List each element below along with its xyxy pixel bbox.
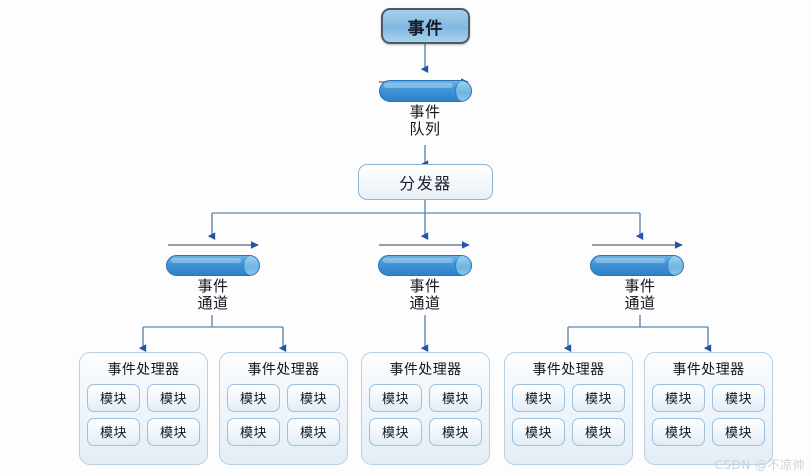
cylinder-gloss — [383, 258, 453, 263]
module-box[interactable]: 模块 — [87, 384, 140, 412]
cylinder-gloss — [384, 83, 453, 88]
event-handler-card-3[interactable]: 事件处理器 模块 模块 模块 模块 — [361, 352, 490, 465]
module-grid: 模块 模块 模块 模块 — [652, 384, 765, 446]
watermark-text: CSDN @不凉帅 — [714, 458, 805, 472]
cylinder-gloss — [595, 258, 665, 263]
module-box[interactable]: 模块 — [512, 384, 565, 412]
event-channel-label-3: 事件 通道 — [590, 278, 690, 312]
module-box[interactable]: 模块 — [287, 384, 340, 412]
module-box[interactable]: 模块 — [369, 384, 422, 412]
event-channel-cylinder-1[interactable] — [166, 255, 260, 276]
cylinder-cap — [243, 256, 259, 275]
channel-label-line1: 事件 — [409, 277, 441, 295]
event-channel-cylinder-2[interactable] — [378, 255, 472, 276]
module-box[interactable]: 模块 — [287, 418, 340, 446]
event-handler-title: 事件处理器 — [532, 362, 605, 378]
event-handler-card-2[interactable]: 事件处理器 模块 模块 模块 模块 — [219, 352, 348, 465]
dispatcher-label: 分发器 — [399, 174, 452, 193]
event-handler-card-1[interactable]: 事件处理器 模块 模块 模块 模块 — [79, 352, 208, 465]
dispatcher-box[interactable]: 分发器 — [358, 164, 493, 200]
module-box[interactable]: 模块 — [227, 384, 280, 412]
module-box[interactable]: 模块 — [429, 384, 482, 412]
event-box-label: 事件 — [407, 18, 444, 39]
module-grid: 模块 模块 模块 模块 — [369, 384, 482, 446]
channel-label-line2: 通道 — [624, 293, 656, 312]
module-box[interactable]: 模块 — [512, 418, 565, 446]
channel-label-line2: 通道 — [197, 293, 229, 312]
module-box[interactable]: 模块 — [147, 384, 200, 412]
event-handler-title: 事件处理器 — [672, 362, 745, 378]
module-box[interactable]: 模块 — [572, 418, 625, 446]
module-box[interactable]: 模块 — [369, 418, 422, 446]
module-box[interactable]: 模块 — [87, 418, 140, 446]
event-handler-title: 事件处理器 — [247, 362, 320, 378]
event-handler-card-5[interactable]: 事件处理器 模块 模块 模块 模块 — [644, 352, 773, 465]
event-handler-title: 事件处理器 — [389, 362, 462, 378]
module-box[interactable]: 模块 — [147, 418, 200, 446]
module-box[interactable]: 模块 — [712, 384, 765, 412]
event-box[interactable]: 事件 — [381, 8, 470, 44]
channel-label-line1: 事件 — [624, 277, 656, 295]
module-grid: 模块 模块 模块 模块 — [87, 384, 200, 446]
module-box[interactable]: 模块 — [429, 418, 482, 446]
event-queue-label: 事件 队列 — [375, 104, 475, 138]
cylinder-cap — [667, 256, 683, 275]
event-channel-label-2: 事件 通道 — [375, 278, 475, 312]
event-channel-label-1: 事件 通道 — [163, 278, 263, 312]
module-grid: 模块 模块 模块 模块 — [512, 384, 625, 446]
channel-label-line1: 事件 — [197, 277, 229, 295]
module-box[interactable]: 模块 — [652, 384, 705, 412]
module-box[interactable]: 模块 — [227, 418, 280, 446]
cylinder-gloss — [171, 258, 241, 263]
event-handler-card-4[interactable]: 事件处理器 模块 模块 模块 模块 — [504, 352, 633, 465]
module-box[interactable]: 模块 — [652, 418, 705, 446]
event-channel-cylinder-3[interactable] — [590, 255, 684, 276]
event-queue-cylinder[interactable] — [379, 80, 472, 102]
cylinder-cap — [455, 256, 471, 275]
event-queue-label-line1: 事件 — [409, 103, 441, 121]
channel-label-line2: 通道 — [409, 293, 441, 312]
event-handler-title: 事件处理器 — [107, 362, 180, 378]
cylinder-cap — [455, 81, 471, 101]
event-queue-label-line2: 队列 — [409, 119, 441, 138]
module-grid: 模块 模块 模块 模块 — [227, 384, 340, 446]
module-box[interactable]: 模块 — [712, 418, 765, 446]
module-box[interactable]: 模块 — [572, 384, 625, 412]
